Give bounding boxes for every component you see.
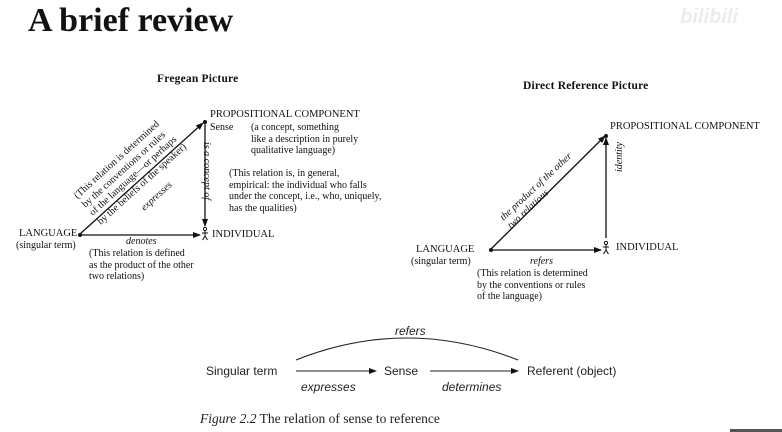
- slide-title: A brief review: [28, 2, 234, 39]
- direct-individual-label: INDIVIDUAL: [616, 242, 679, 253]
- bottom-referent-label: Referent (object): [527, 364, 617, 378]
- direct-propositional-node: [604, 134, 608, 138]
- direct-propositional-label: PROPOSITIONAL COMPONENT: [610, 121, 760, 132]
- fregean-propositional-label: PROPOSITIONAL COMPONENT: [210, 109, 360, 120]
- figure-caption-text: The relation of sense to reference: [259, 411, 440, 426]
- bottom-singular-term-label: Singular term: [206, 364, 278, 378]
- fregean-sense-node: [203, 120, 207, 124]
- direct-refers-note: (This relation is determined by the conv…: [477, 268, 588, 302]
- direct-refers-label: refers: [530, 256, 553, 267]
- bilibili-watermark: bilibili: [680, 6, 738, 28]
- fregean-individual-figure: [202, 226, 208, 241]
- direct-language-node: [489, 248, 493, 252]
- fregean-language-label: LANGUAGE: [19, 228, 78, 239]
- video-progress-mark: [730, 429, 782, 432]
- fregean-heading: Fregean Picture: [157, 73, 239, 85]
- fregean-sense-label: Sense: [210, 122, 234, 133]
- fregean-denotes-note: (This relation is defined as the product…: [89, 248, 194, 282]
- fregean-singular-term-label: (singular term): [16, 240, 76, 251]
- fregean-sense-note: (a concept, something like a description…: [251, 122, 359, 156]
- direct-heading: Direct Reference Picture: [523, 80, 649, 92]
- bottom-expresses-label: expresses: [301, 380, 356, 394]
- fregean-denotes-label: denotes: [126, 236, 157, 247]
- figure-number: Figure 2.2: [200, 411, 257, 426]
- fregean-individual-label: INDIVIDUAL: [212, 229, 275, 240]
- fregean-concept-note: (This relation is, in general, empirical…: [229, 168, 382, 214]
- figure-caption: Figure 2.2 The relation of sense to refe…: [200, 411, 440, 427]
- bottom-refers-label: refers: [395, 324, 426, 338]
- fregean-expresses-arrow: [79, 122, 204, 235]
- bottom-determines-label: determines: [442, 380, 502, 394]
- direct-singular-term-label: (singular term): [411, 256, 471, 267]
- fregean-is-a-concept-of-label: is a concept of: [201, 142, 212, 201]
- direct-individual-figure: [603, 240, 609, 255]
- direct-language-label: LANGUAGE: [416, 244, 475, 255]
- direct-product-arrow: [490, 135, 606, 250]
- direct-identity-label: identity: [614, 142, 625, 172]
- fregean-language-node: [78, 233, 82, 237]
- bottom-refers-curve: [295, 337, 519, 361]
- bottom-sense-label: Sense: [384, 364, 419, 378]
